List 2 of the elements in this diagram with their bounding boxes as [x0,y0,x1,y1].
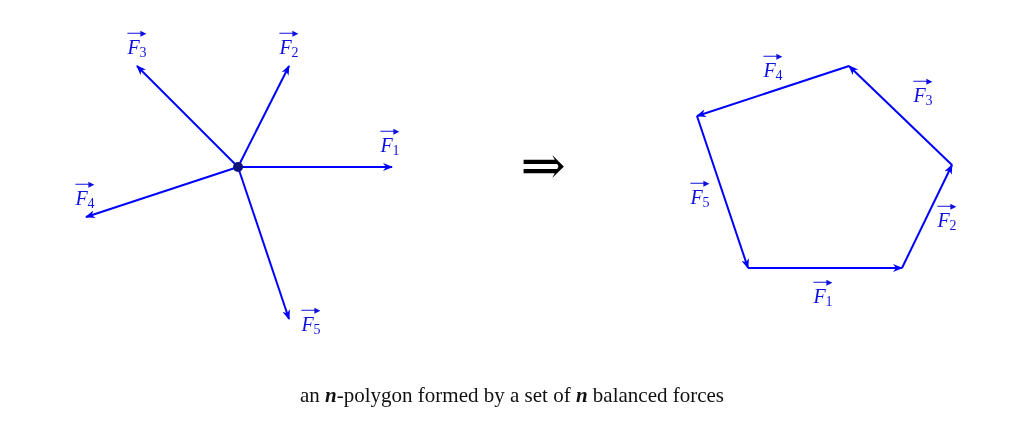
caption: an n-polygon formed by a set of n balanced forces [299,383,725,408]
implies-symbol: ⇒ [520,139,566,193]
